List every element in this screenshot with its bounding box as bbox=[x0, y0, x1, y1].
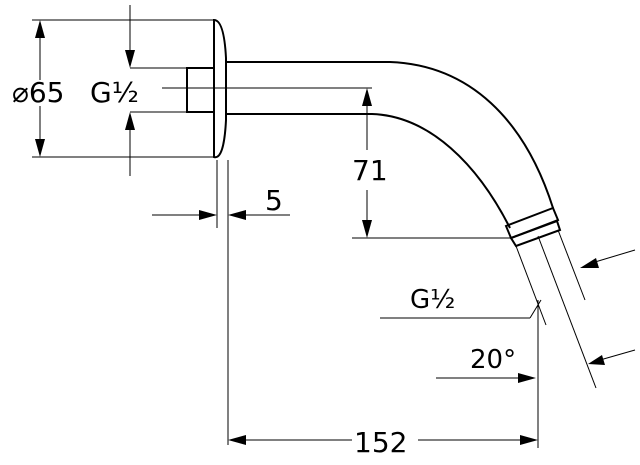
flange-thickness-dimension bbox=[152, 160, 290, 445]
spout-lower-edge bbox=[226, 113, 511, 229]
outlet-thread-dimension bbox=[380, 229, 636, 389]
outlet-aerator bbox=[504, 206, 560, 240]
drop-height-label: 71 bbox=[352, 154, 388, 187]
flange-thickness-label: 5 bbox=[265, 184, 283, 217]
spout-upper-edge bbox=[226, 61, 554, 209]
spout-outline bbox=[186, 18, 562, 248]
inlet-thread-label: G½ bbox=[90, 76, 139, 109]
flange-diameter-label: ⌀65 bbox=[12, 76, 65, 109]
projection-length-dimension bbox=[228, 300, 539, 448]
drop-height-dimension bbox=[352, 88, 510, 239]
flange-diameter-dimension bbox=[32, 19, 214, 158]
inlet-nipple bbox=[186, 67, 214, 113]
outlet-angle-label: 20° bbox=[470, 345, 516, 375]
flange-rosette bbox=[213, 18, 227, 159]
outlet-angle-dimension bbox=[436, 373, 536, 383]
outlet-thread-label: G½ bbox=[410, 285, 455, 315]
projection-length-label: 152 bbox=[354, 426, 407, 459]
outlet-aerator-tip bbox=[509, 219, 562, 248]
inlet-thread-dimension bbox=[125, 5, 187, 176]
